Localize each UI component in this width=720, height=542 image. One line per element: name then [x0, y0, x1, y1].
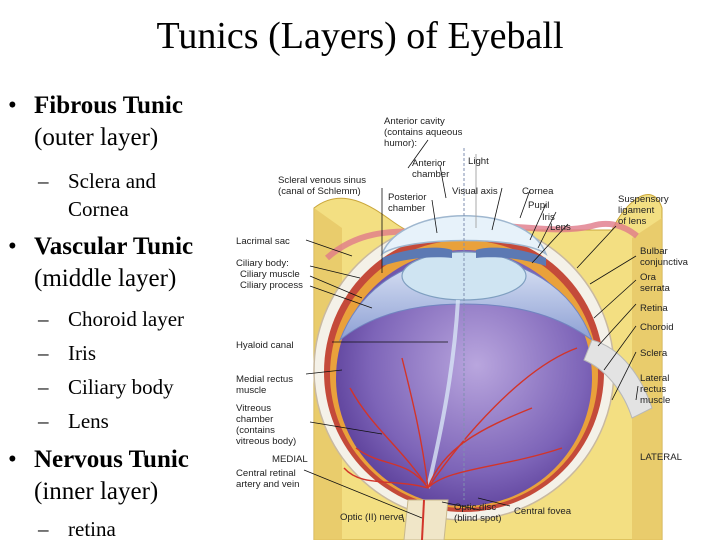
label-central-fovea: Central fovea: [514, 506, 572, 517]
label-ciliary-body: Ciliary body: Ciliary muscle Ciliary pro…: [236, 258, 303, 291]
label-bulbar-conjunctiva: Bulbar conjunctiva: [640, 246, 689, 268]
bullet-dot: •: [8, 233, 17, 260]
label-retina: Retina: [640, 303, 668, 314]
label-cornea: Cornea: [522, 186, 554, 197]
label-lens: Lens: [550, 222, 571, 233]
label-lateral: LATERAL: [640, 452, 683, 463]
bullet-heading: Vascular Tunic: [34, 233, 194, 260]
label-iris: Iris: [542, 212, 555, 223]
central-retinal-vessel: [421, 499, 425, 540]
label-visual-axis: Visual axis: [452, 186, 498, 197]
eyeball-illustration: Anterior cavity (contains aqueous humor)…: [236, 116, 689, 540]
lateral-rectus-shape: [583, 339, 653, 419]
label-lacrimal-sac: Lacrimal sac: [236, 236, 290, 247]
page-title: Tunics (Layers) of Eyeball: [156, 15, 564, 57]
iris-shape: [382, 247, 452, 266]
label-suspensory-ligament: Suspensory ligament of lens: [618, 194, 671, 227]
label-medial-rectus: Medial rectus muscle: [236, 374, 296, 396]
label-vitreous-chamber: Vitreous chamber (contains vitreous body…: [236, 403, 296, 447]
eyeball-diagram: Anterior cavity (contains aqueous humor)…: [232, 108, 720, 540]
label-hyaloid-canal: Hyaloid canal: [236, 340, 294, 351]
bullet-heading: Fibrous Tunic: [34, 92, 183, 119]
label-anterior-cavity: Anterior cavity (contains aqueous humor)…: [384, 116, 465, 149]
label-leader-lines: [303, 139, 639, 523]
label-lateral-rectus: Lateral rectus muscle: [640, 373, 672, 406]
label-optic-nerve: Optic (II) nerve: [340, 512, 403, 523]
label-central-retinal-vessels: Central retinal artery and vein: [236, 468, 299, 490]
label-sclera: Sclera: [640, 348, 668, 359]
bullet-heading: Nervous Tunic: [34, 446, 189, 473]
label-ora-serrata: Ora serrata: [640, 272, 671, 294]
label-anterior-chamber: Anterior chamber: [412, 158, 450, 180]
bullet-dot: •: [8, 92, 17, 119]
iris-shape-right: [476, 247, 546, 266]
label-scleral-venous-sinus: Scleral venous sinus (canal of Schlemm): [278, 175, 369, 197]
retinal-vessels: [343, 347, 578, 489]
label-optic-disc: Optic disc (blind spot): [454, 502, 501, 524]
label-light: Light: [468, 156, 489, 167]
label-choroid: Choroid: [640, 322, 674, 333]
optic-nerve-shape: [403, 499, 449, 540]
label-posterior-chamber: Posterior chamber: [388, 192, 429, 214]
label-pupil: Pupil: [528, 200, 549, 211]
lateral-tissue: [632, 218, 662, 540]
bullet-dot: •: [8, 446, 17, 473]
label-medial: MEDIAL: [272, 454, 308, 465]
hyaloid-canal: [426, 299, 460, 489]
